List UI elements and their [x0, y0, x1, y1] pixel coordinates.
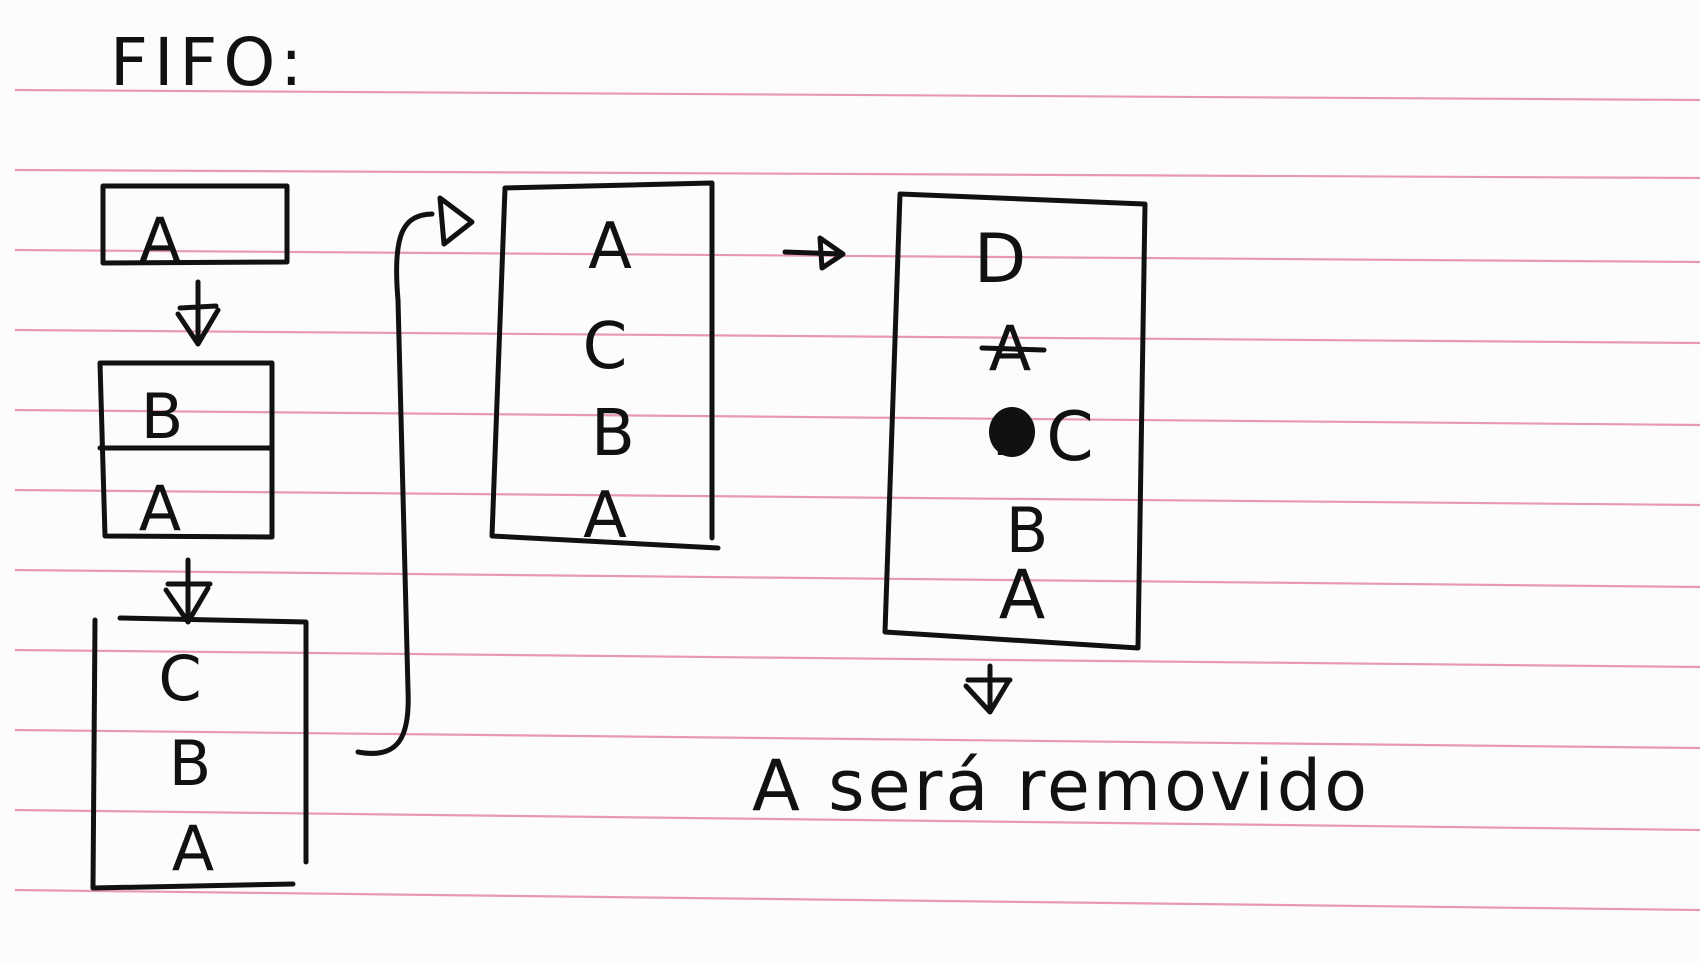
footnote: A será removido — [752, 745, 1370, 827]
arrow-down-icon — [963, 663, 1013, 715]
stage3-item-0: C — [158, 642, 201, 715]
scribble-mark — [989, 407, 1035, 457]
stage2-item-0: B — [141, 380, 184, 453]
stage3-item-2: A — [172, 812, 214, 885]
strike-line — [979, 345, 1047, 353]
stage2-item-1: A — [139, 472, 181, 545]
stage3-box: C B A — [90, 615, 309, 891]
stage5-replacement-item: C — [1046, 398, 1093, 477]
stage4-item-1: C — [583, 310, 628, 384]
stage4-item-0: A — [588, 210, 632, 284]
stage3-item-1: B — [169, 727, 212, 800]
arrow-down-icon — [175, 279, 221, 347]
arrow-right-icon — [782, 235, 846, 271]
stage5-item-4: A — [999, 556, 1046, 635]
stage4-item-2: B — [591, 397, 635, 471]
page-title: FIFO: — [110, 24, 308, 101]
stage4-box: A C B A — [489, 180, 721, 553]
stage2-box: B A — [97, 360, 275, 545]
stage5-item-0: D — [974, 220, 1026, 299]
stage1-box: A — [100, 183, 290, 277]
ruled-lines — [14, 88, 1700, 912]
stage4-item-3: A — [583, 479, 627, 553]
arrow-down-icon — [163, 557, 213, 625]
curved-arrow-icon — [355, 195, 475, 756]
stage1-item-0: A — [139, 204, 181, 277]
stage5-item-3: B — [1006, 494, 1049, 567]
stage5-box: D A B C B A — [882, 191, 1148, 651]
